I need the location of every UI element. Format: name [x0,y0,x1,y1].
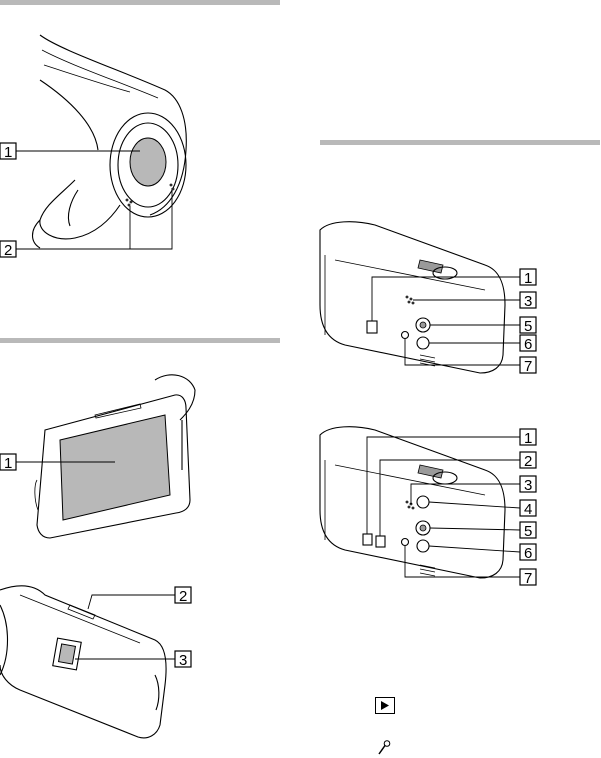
svg-text:6: 6 [524,336,532,353]
rear-view-illustration: 2 3 [0,575,200,758]
svg-text:7: 7 [524,358,532,375]
callout-4: 4 [520,500,536,518]
microphone-icon [377,740,391,756]
callout-1: 1 [0,454,16,472]
callout-7: 7 [520,357,536,375]
callout-1: 1 [0,143,16,161]
callout-3: 3 [520,476,536,494]
callout-2: 2 [175,587,191,605]
camera-lens-illustration: 1 2 [0,20,200,270]
svg-text:5: 5 [524,523,532,540]
section-rule-right [320,140,600,145]
side-panel-illustration-a: 1 3 5 6 7 [315,215,601,385]
svg-text:1: 1 [524,430,532,447]
svg-text:1: 1 [4,144,12,161]
callout-1: 1 [520,269,536,287]
side-panel-illustration-b: 1 2 3 4 5 6 7 [315,420,601,595]
svg-text:2: 2 [4,242,12,259]
lcd-screen-illustration: 1 [0,360,200,540]
section-rule-middle-left [0,338,280,343]
section-rule-top-left [0,0,280,5]
svg-text:5: 5 [524,318,532,335]
svg-text:3: 3 [524,293,532,310]
callout-2: 2 [520,452,536,470]
svg-text:1: 1 [524,270,532,287]
svg-text:6: 6 [524,545,532,562]
callout-2: 2 [0,241,16,259]
svg-text:3: 3 [179,652,187,669]
callout-1: 1 [520,429,536,447]
svg-text:3: 3 [524,477,532,494]
callout-3: 3 [520,292,536,310]
svg-text:2: 2 [179,588,187,605]
callout-5: 5 [520,317,536,335]
callout-6: 6 [520,335,536,353]
svg-text:7: 7 [524,570,532,587]
callout-5: 5 [520,522,536,540]
svg-text:4: 4 [524,501,532,518]
svg-text:2: 2 [524,453,532,470]
callout-7: 7 [520,569,536,587]
callout-3: 3 [175,651,191,669]
svg-text:1: 1 [4,455,12,472]
callout-6: 6 [520,544,536,562]
playback-icon [375,697,395,714]
